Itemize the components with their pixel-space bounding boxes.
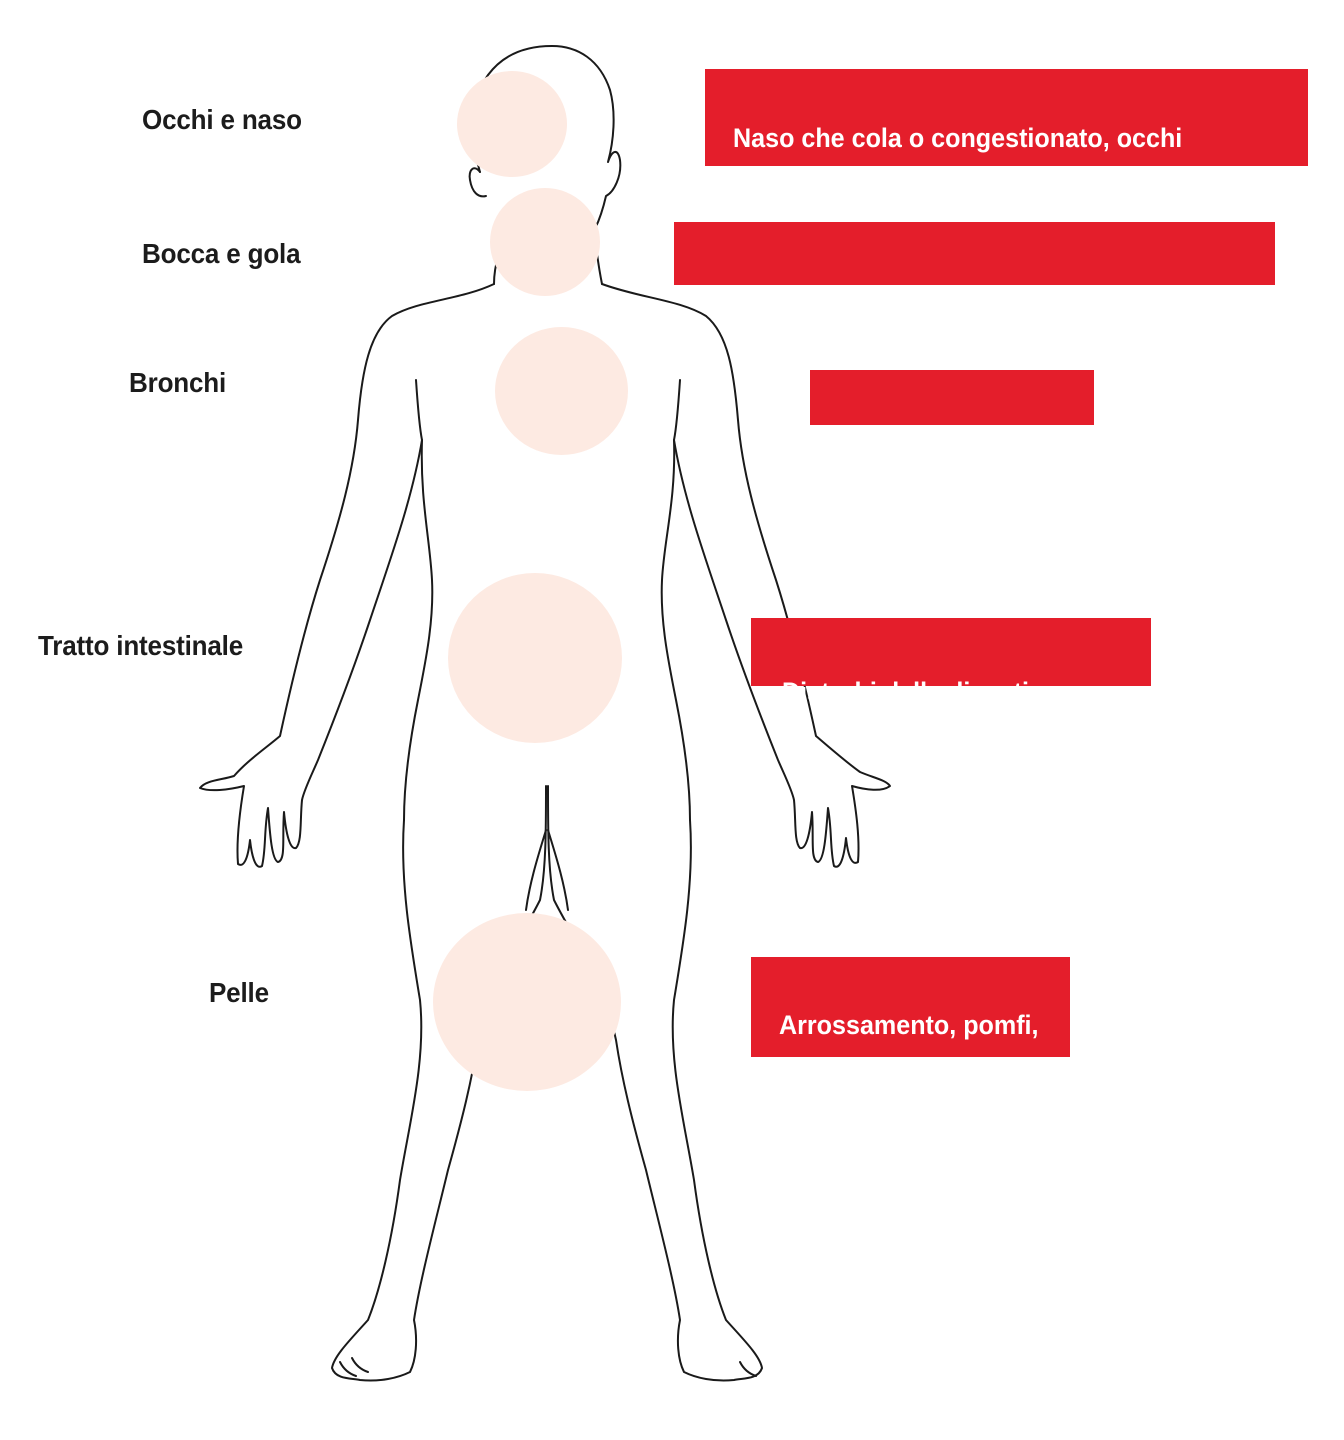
symptom-box-mouth-throat: Prurito, gonfiore in bocca al consumo di… xyxy=(674,222,1275,311)
zone-intestinal-tract xyxy=(448,573,622,743)
label-eyes-nose: Occhi e naso xyxy=(142,104,302,135)
symptom-box-eyes-nose: Naso che cola o congestionato, occhi che… xyxy=(705,69,1308,196)
label-skin: Pelle xyxy=(209,977,269,1008)
symptom-box-intestinal-tract: Disturbi della digestione xyxy=(751,618,1151,707)
left-arm-outline xyxy=(199,283,495,868)
label-bronchi: Bronchi xyxy=(129,367,227,398)
right-arm-outline xyxy=(601,283,891,868)
torso-outline xyxy=(403,439,691,821)
zone-skin xyxy=(433,913,621,1091)
zone-mouth-throat xyxy=(490,188,600,296)
symptom-text-eyes-nose: Naso che cola o congestionato, occhi che… xyxy=(733,123,1216,196)
label-mouth-throat: Bocca e gola xyxy=(142,238,301,269)
symptom-box-skin: Arrossamento, pomfi, eruzioni, prurito xyxy=(751,957,1070,1083)
label-intestinal-tract: Tratto intestinale xyxy=(38,630,244,661)
symptom-text-bronchi: Affanno, asma xyxy=(838,424,1012,454)
zone-eyes-nose xyxy=(457,71,567,177)
symptom-text-intestinal-tract: Disturbi della digestione xyxy=(782,677,1074,707)
symptom-text-skin: Arrossamento, pomfi, eruzioni, prurito xyxy=(779,1010,1039,1083)
zone-bronchi xyxy=(495,327,628,455)
symptom-text-mouth-throat: Prurito, gonfiore in bocca al consumo di… xyxy=(688,281,1228,311)
symptom-box-bronchi: Affanno, asma xyxy=(810,370,1094,454)
